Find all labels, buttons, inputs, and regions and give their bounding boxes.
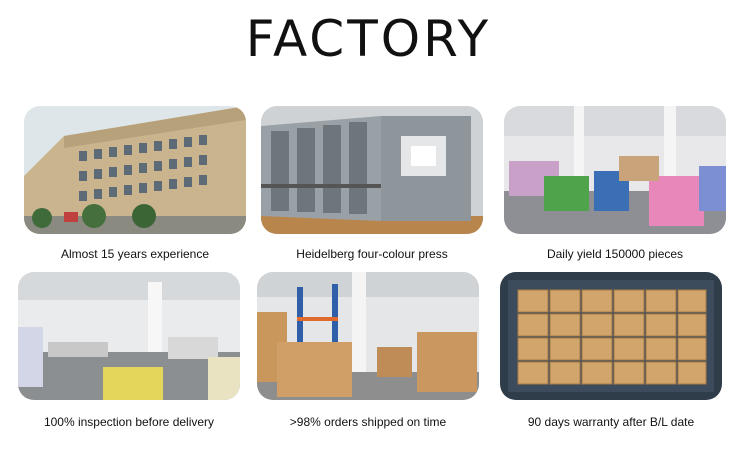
caption-inspection: 100% inspection before delivery xyxy=(43,415,215,429)
caption-press: Heidelberg four-colour press xyxy=(296,247,448,261)
production-floor-photo xyxy=(504,106,726,234)
caption-yield: Daily yield 150000 pieces xyxy=(546,247,684,261)
caption-experience: Almost 15 years experience xyxy=(60,247,210,261)
caption-shipping: >98% orders shipped on time xyxy=(289,415,447,429)
factory-building-photo xyxy=(24,106,246,234)
page-title: FACTORY xyxy=(245,10,492,68)
shipping-container-photo xyxy=(500,272,722,400)
inspection-area-photo xyxy=(18,272,240,400)
caption-warranty: 90 days warranty after B/L date xyxy=(527,415,695,429)
warehouse-boxes-photo xyxy=(257,272,479,400)
printing-press-photo xyxy=(261,106,483,234)
